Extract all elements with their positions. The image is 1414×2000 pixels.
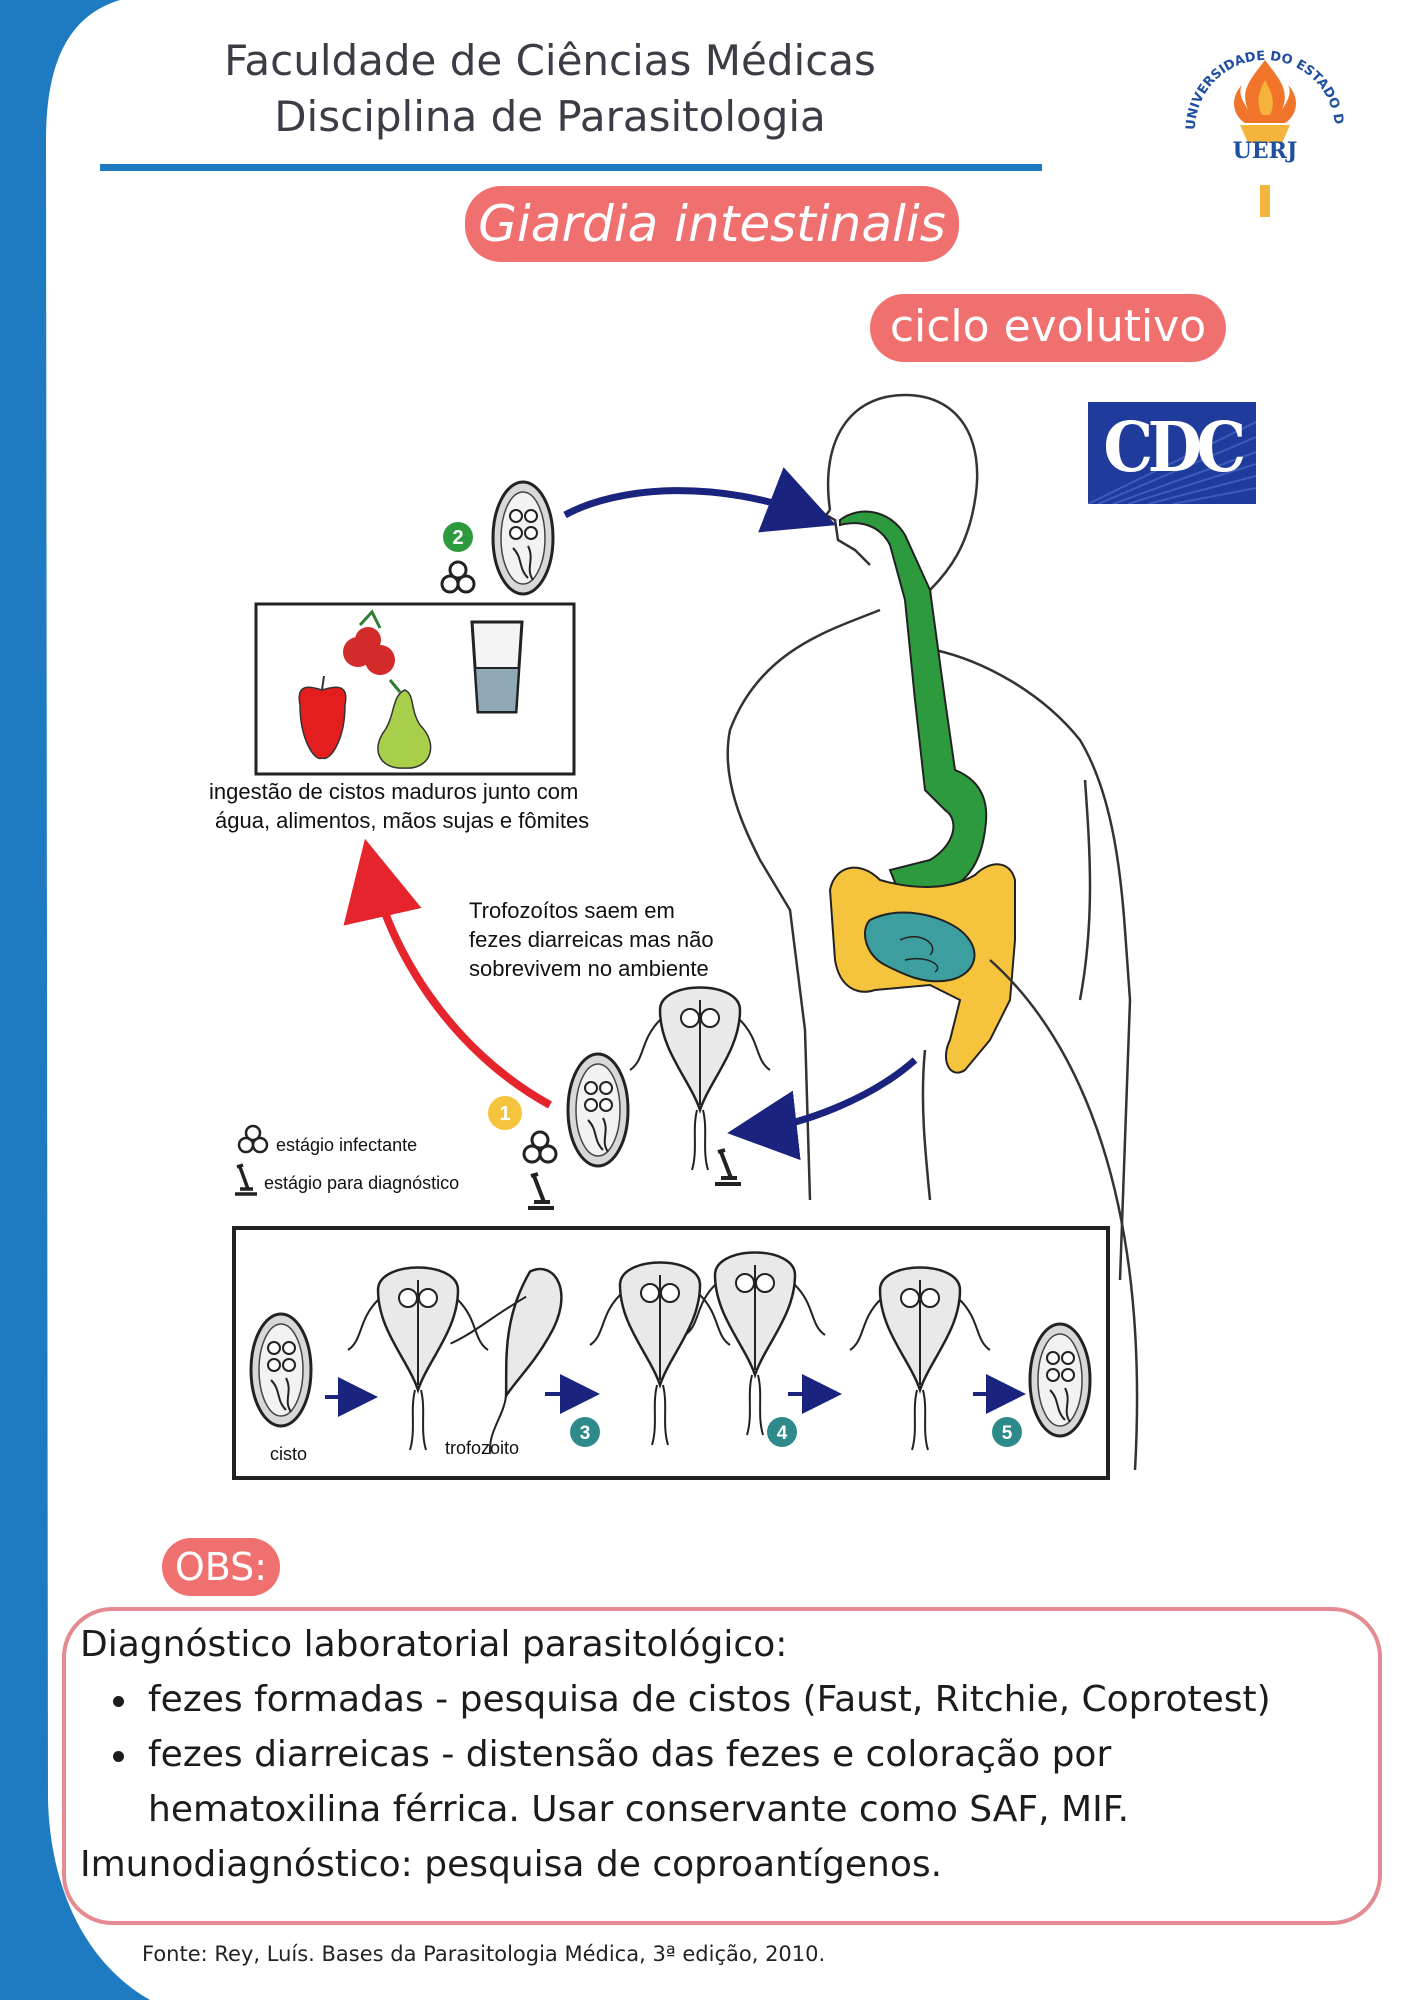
svg-text:3: 3 xyxy=(580,1423,591,1444)
small-intestine xyxy=(864,911,976,983)
cyst-label: cisto xyxy=(270,1444,308,1464)
legend-biohazard-icon xyxy=(237,1124,269,1154)
svg-text:2: 2 xyxy=(452,527,463,549)
arrow-from-intestine xyxy=(727,1057,918,1161)
trophozoite-note-line3: sobrevivem no ambiente xyxy=(469,956,709,981)
life-cycle-diagram: 2 1 xyxy=(232,393,1139,1480)
legend-infective-label: estágio infectante xyxy=(276,1135,418,1155)
step-3-badge xyxy=(570,1417,600,1447)
step-4-badge xyxy=(767,1417,797,1447)
human-body xyxy=(726,393,1132,1281)
detail-mature-cyst xyxy=(1028,1322,1092,1438)
diagnosis-bullet-diarrheic-line1: fezes diarreicas - distensão das fezes e… xyxy=(148,1734,1112,1775)
page-title: Giardia intestinalis xyxy=(465,186,959,262)
bullet-dot xyxy=(113,1696,124,1707)
immunodiagnosis-text: Imunodiagnóstico: pesquisa de coproantíg… xyxy=(80,1844,943,1885)
trophozoite-label: trofozoito xyxy=(445,1438,520,1458)
arrow-to-mouth xyxy=(563,467,837,533)
trophozoite-in-feces xyxy=(628,986,772,1172)
step-1-badge xyxy=(488,1096,522,1130)
obs-label: OBS: xyxy=(162,1538,280,1596)
water-glass-icon xyxy=(470,620,524,714)
torch-icon xyxy=(1234,60,1296,217)
step-5-badge xyxy=(992,1417,1022,1447)
pear-icon xyxy=(377,679,432,769)
diagnosis-title: Diagnóstico laboratorial parasitológico: xyxy=(80,1624,788,1665)
header-divider xyxy=(100,164,1042,171)
svg-text:5: 5 xyxy=(1002,1423,1013,1444)
source-citation: Fonte: Rey, Luís. Bases da Parasitologia… xyxy=(142,1942,826,1966)
ingestion-text-line1: ingestão de cistos maduros junto com xyxy=(209,779,579,804)
step-2-badge xyxy=(443,522,473,552)
diagnosis-bullet-formed: fezes formadas - pesquisa de cistos (Fau… xyxy=(148,1679,1271,1720)
arrow-red-return xyxy=(343,838,552,1109)
cyst-in-feces xyxy=(566,1052,630,1168)
faculty-name: Faculdade de Ciências Médicas xyxy=(224,36,876,85)
trophozoite-note-line1: Trofozoítos saem em xyxy=(469,898,675,923)
ingestion-text-line2: água, alimentos, mãos sujas e fômites xyxy=(215,808,590,833)
detail-cyst xyxy=(249,1312,313,1428)
legend-microscope-icon xyxy=(235,1163,257,1196)
diagnosis-box xyxy=(62,1607,1382,1925)
microscope-icon-step1 xyxy=(528,1172,554,1210)
cdc-logo: CDC xyxy=(1088,402,1256,504)
page-subtitle: ciclo evolutivo xyxy=(870,294,1226,362)
microscope-icon-troph xyxy=(715,1148,741,1186)
trophozoite-note-line2: fezes diarreicas mas não xyxy=(469,927,714,952)
diagnosis-bullet-diarrheic-line2: hematoxilina férrica. Usar conservante c… xyxy=(148,1789,1130,1830)
mature-cyst xyxy=(491,480,555,596)
legend-diagnostic-label: estágio para diagnóstico xyxy=(264,1173,460,1193)
raspberries-icon xyxy=(343,609,395,675)
bullet-dot xyxy=(113,1751,124,1762)
svg-text:1: 1 xyxy=(499,1103,510,1125)
apple-icon xyxy=(298,675,347,760)
esophagus-stomach xyxy=(839,510,988,896)
discipline-name: Disciplina de Parasitologia xyxy=(274,92,826,141)
uerj-logo: UNIVERSIDADE DO ESTADO DO RIO DE JANEIRO… xyxy=(1170,35,1346,217)
biohazard-icon xyxy=(440,560,476,594)
cdc-logo-text: CDC xyxy=(1103,408,1246,488)
detail-trophozoite-b xyxy=(450,1268,563,1454)
uerj-abbr: UERJ xyxy=(1233,138,1298,164)
biohazard-icon-step1 xyxy=(522,1130,558,1164)
line-to-detail xyxy=(989,959,1139,1471)
svg-text:4: 4 xyxy=(777,1423,788,1444)
